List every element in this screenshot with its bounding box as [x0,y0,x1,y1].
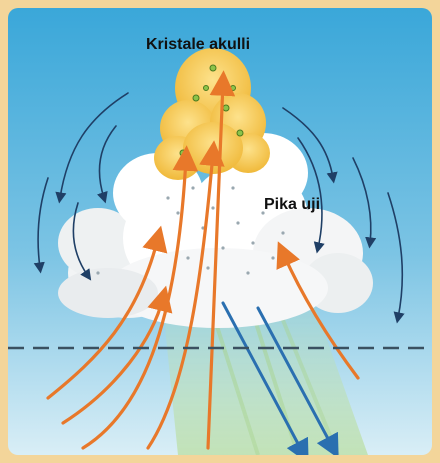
raindrops-label: Pika uji [264,196,320,214]
ice-crystals-label: Kristale akulli [146,36,250,54]
illustration-canvas [8,8,432,455]
thundercloud-illustration: Kristale akulli Pika uji [8,8,432,455]
